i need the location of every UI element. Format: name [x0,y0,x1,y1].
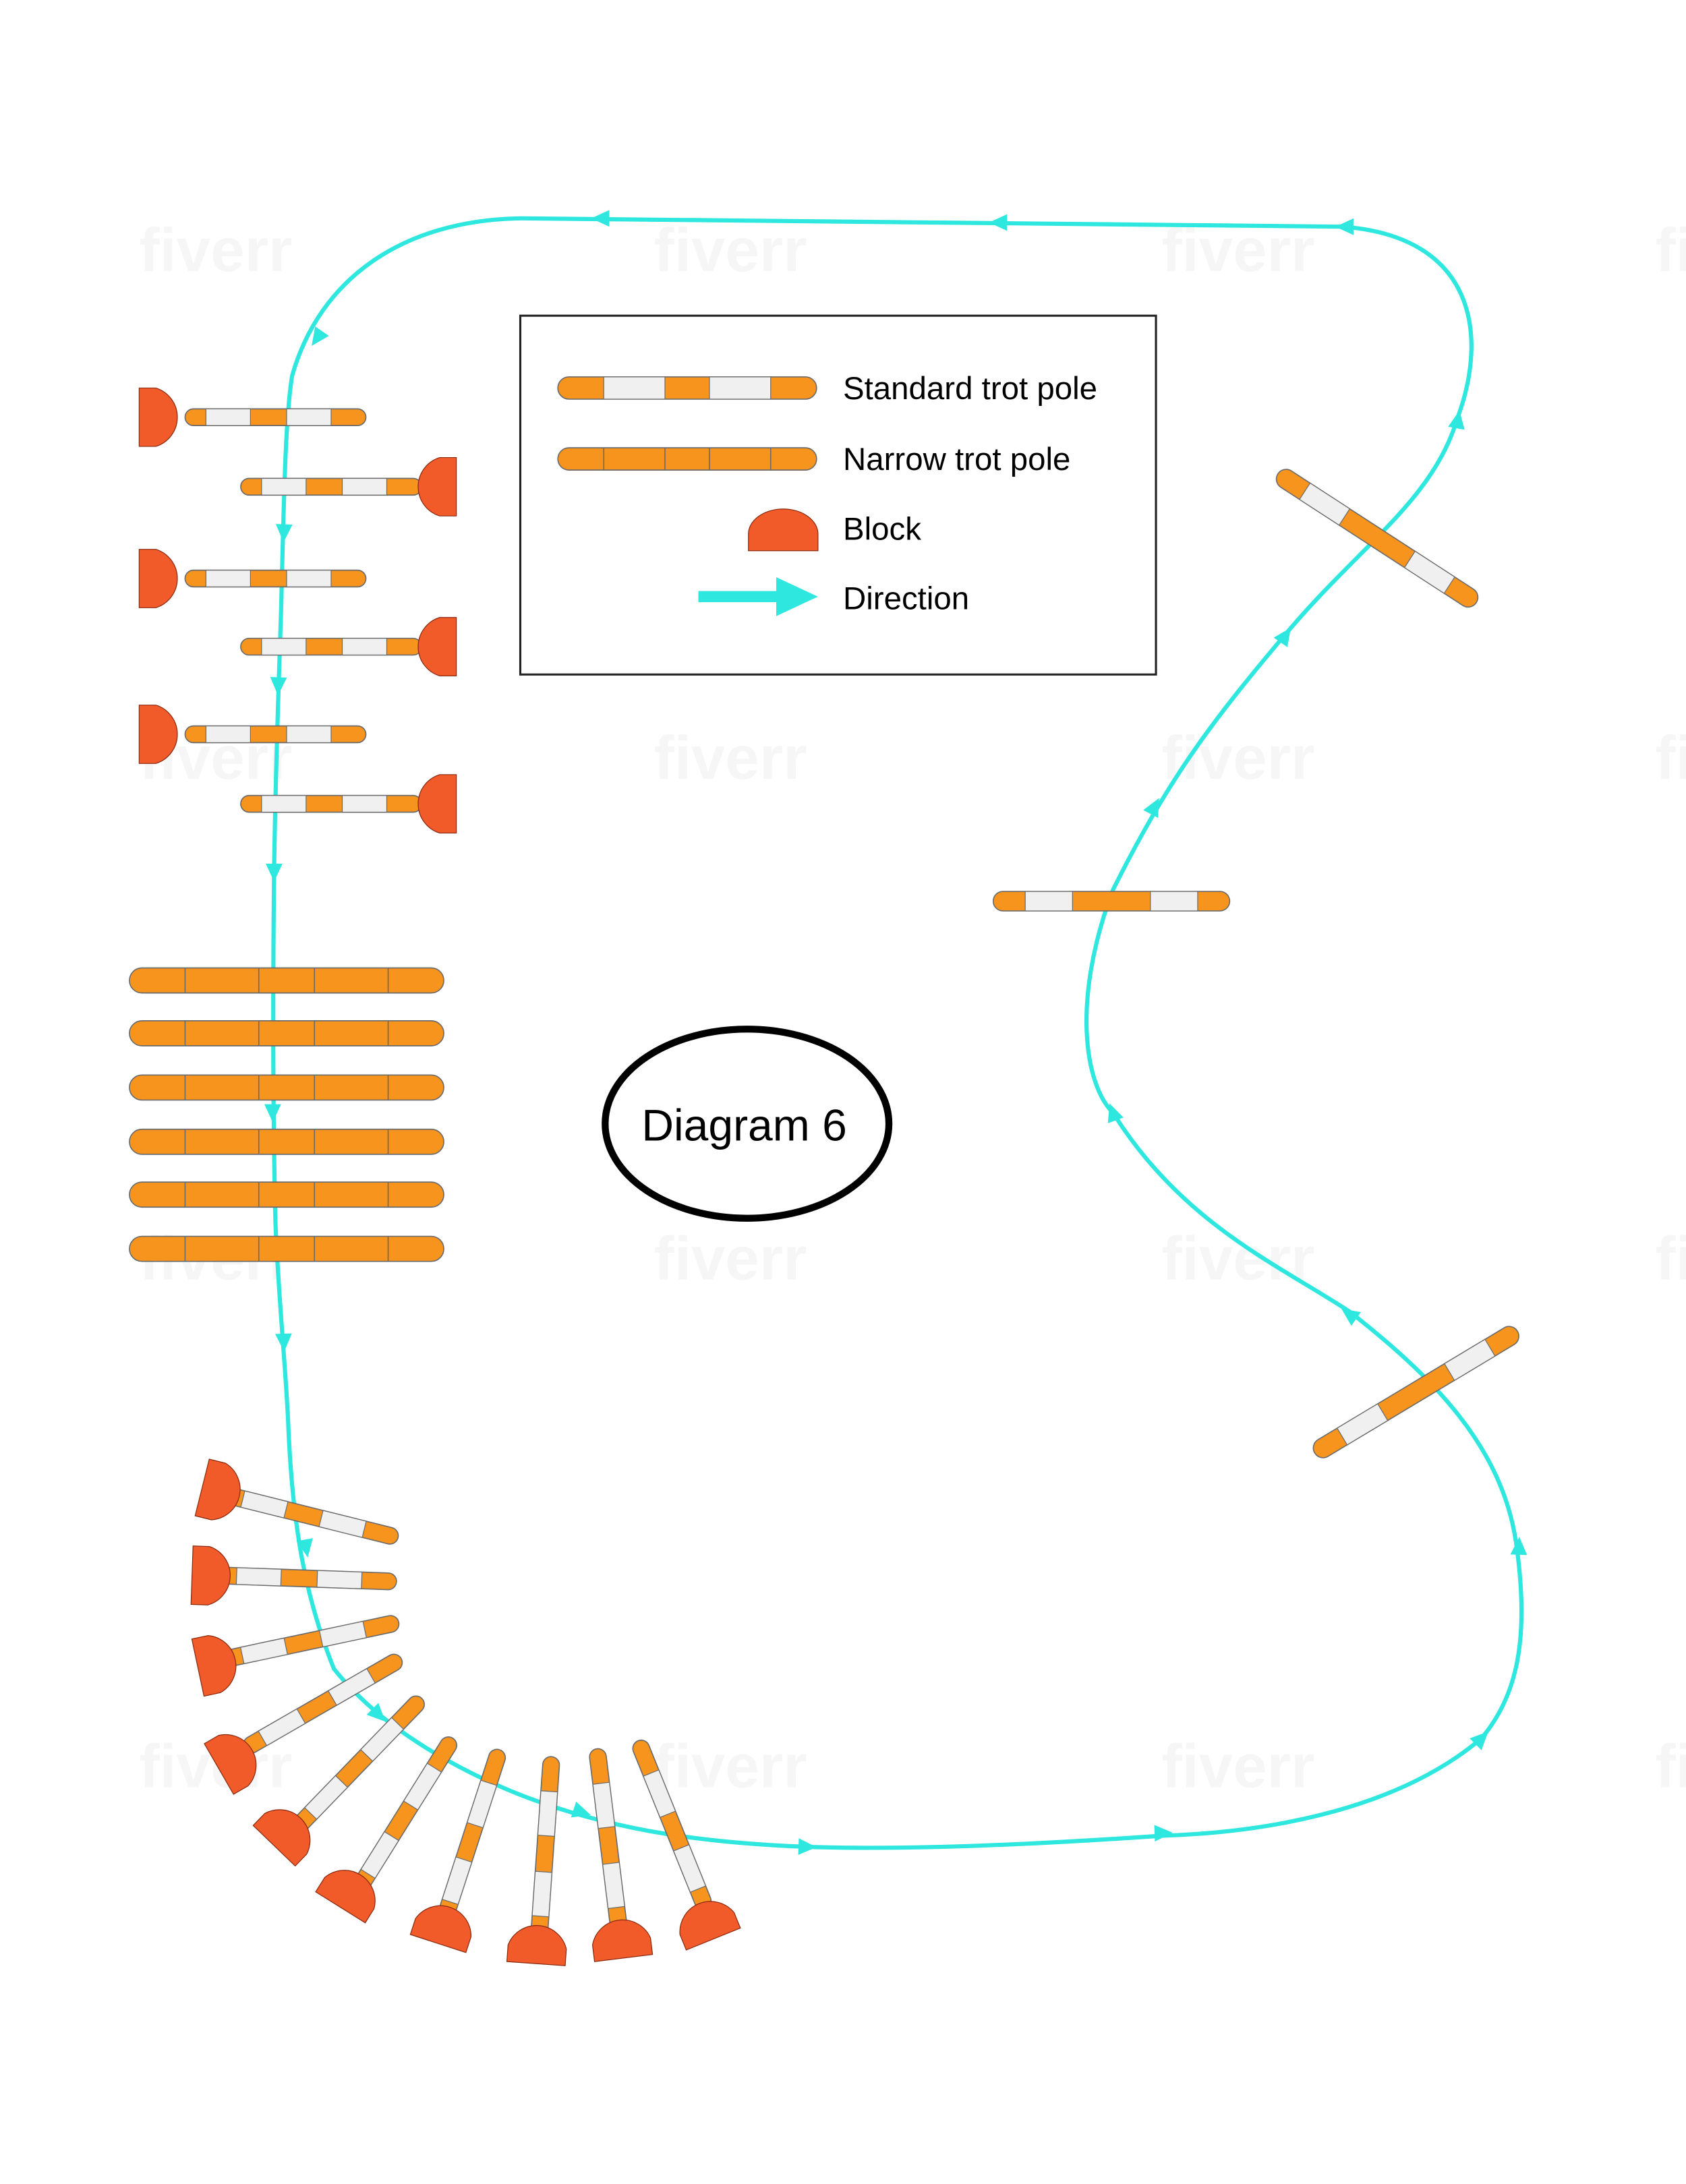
block [192,1631,241,1696]
legend-standard-swatch [558,377,817,399]
raised-pole [185,570,366,587]
legend-label-block: Block [843,511,921,547]
watermark-text: fiverr [1656,1732,1686,1800]
block [672,1893,740,1950]
block [410,1898,477,1953]
block [418,775,457,833]
legend-box [521,316,1157,674]
raised-pole [241,639,422,655]
diagram-title: Diagram 6 [641,1100,846,1150]
raised-pole [531,1756,560,1937]
raised-pole [215,1567,397,1590]
diagram-title-badge: Diagram 6 [605,1029,889,1218]
legend-label-narrow: Narrow trot pole [843,442,1070,477]
watermark-text: fiverr [1161,1225,1314,1293]
block [418,458,457,517]
watermark-text: fiverr [139,216,292,285]
narrow-trot-pole [129,1237,444,1262]
block [139,550,177,608]
narrow-trot-pole [129,1021,444,1046]
raised-pole [589,1748,627,1929]
watermark-text: fiverr [654,216,807,285]
watermark-text: fiverr [1656,724,1686,792]
block [139,388,177,446]
raised-pole [220,1614,400,1668]
direction-arrow-icon [989,214,1008,231]
legend: Standard trot pole Narrow trot pole Bloc… [521,316,1157,674]
block [507,1924,568,1966]
legend-label-direction: Direction [843,581,969,616]
raised-pole [185,726,366,743]
standard-trot-pole [1310,1323,1522,1461]
narrow-trot-pole [129,968,444,993]
block [195,1459,246,1525]
narrow-trot-pole [129,1129,444,1154]
direction-arrow-icon [1511,1537,1528,1556]
direction-arrow-icon [264,1104,281,1123]
watermark-text: fiverr [654,724,807,792]
watermark-text: fiverr [654,1732,807,1800]
raised-pole [221,1486,400,1546]
raised-pole [185,409,366,425]
raised-pole [241,796,422,813]
narrow-trot-pole [129,1075,444,1100]
legend-narrow-swatch [558,448,817,470]
legend-label-standard: Standard trot pole [843,371,1097,407]
watermark-text: fiverr [1161,1732,1314,1800]
raised-pole [241,479,422,496]
direction-arrow-icon [275,524,293,543]
direction-arrow-icon [270,677,287,696]
watermark-text: fiverr [654,1225,807,1293]
block [191,1546,231,1606]
direction-arrow-icon [266,864,283,882]
standard-trot-pole [1273,466,1482,611]
direction-arrow-icon [275,1334,293,1353]
direction-arrow-icon [591,210,610,227]
watermark-text: fiverr [1656,1225,1686,1293]
direction-arrow-icon [798,1838,817,1856]
watermark-text: fiverr [1161,724,1314,792]
narrow-trot-pole [129,1182,444,1207]
block [418,618,457,676]
standard-trot-pole [993,891,1230,911]
watermark-text: fiverr [1656,216,1686,285]
direction-arrow-icon [1155,1825,1173,1842]
direction-arrow-icon [1335,218,1354,235]
block [590,1916,653,1961]
